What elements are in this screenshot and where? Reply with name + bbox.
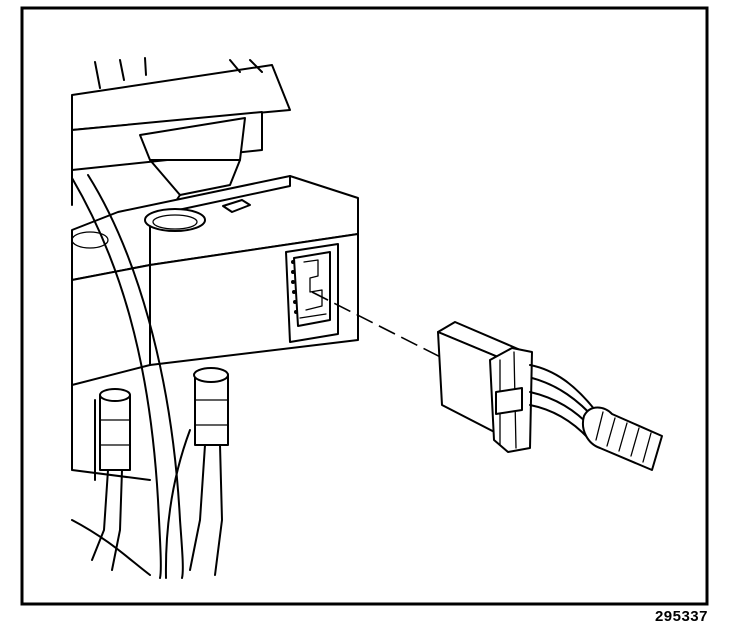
housing-tab bbox=[222, 199, 251, 213]
lower-posts bbox=[71, 344, 229, 579]
wiring-connector bbox=[437, 321, 663, 471]
figure-number: 295337 bbox=[654, 608, 708, 625]
figure-frame bbox=[20, 6, 709, 606]
alignment-line bbox=[311, 291, 471, 373]
column-ring bbox=[71, 174, 184, 579]
housing-hole bbox=[144, 208, 206, 232]
housing-socket bbox=[285, 243, 339, 343]
